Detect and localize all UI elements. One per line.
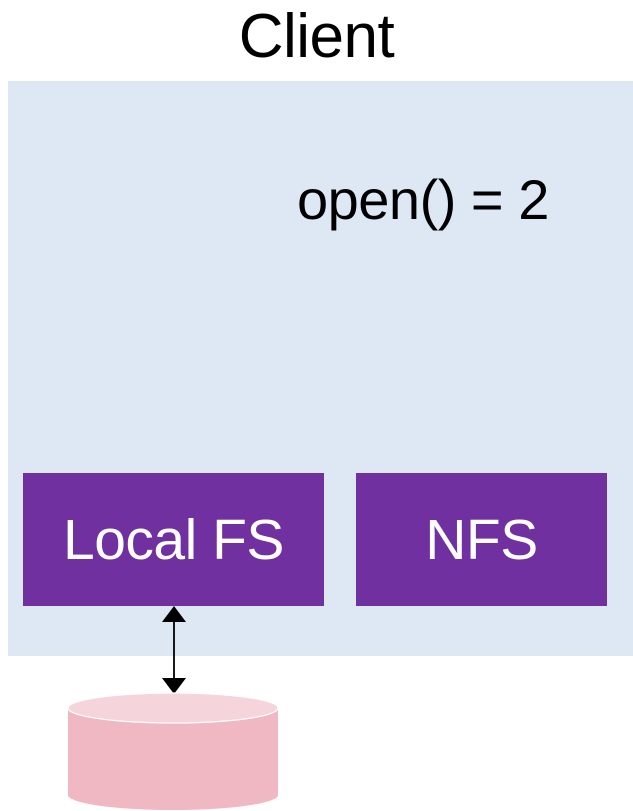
double-arrow-vertical-icon [162,606,186,694]
nfs-label: NFS [425,507,538,572]
client-title: Client [238,2,395,71]
open-call-label: open() = 2 [297,168,549,231]
local-fs-box: Local FS [23,473,324,606]
nfs-box: NFS [356,473,607,606]
disk-cylinder-icon [67,692,279,810]
local-fs-label: Local FS [63,507,284,572]
